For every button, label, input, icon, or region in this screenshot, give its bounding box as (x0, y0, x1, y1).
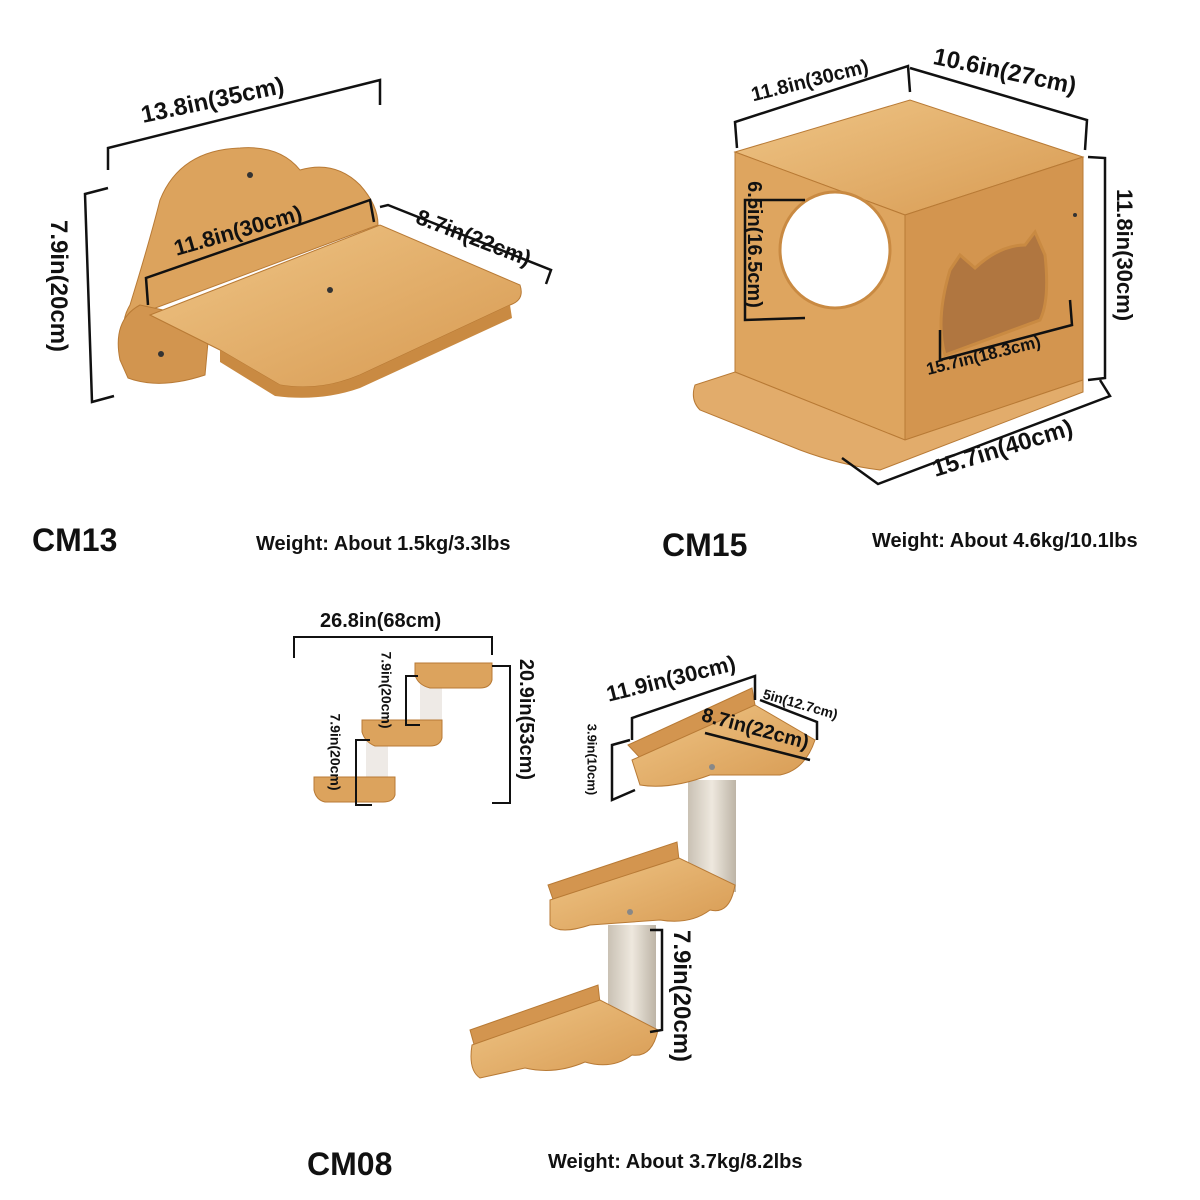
cm15-weight-label: Weight: About 4.6kg/10.1lbs (872, 530, 1138, 552)
cm08-small-illustration (313, 662, 493, 803)
cm08-overall-height-label: 20.9in(53cm) (515, 658, 538, 781)
cm13-dimension-lines (83, 78, 553, 404)
cm15-cube-illustration (692, 99, 1085, 471)
cm08-step-height-2-label: 7.9in(20cm) (327, 713, 344, 791)
cm08-weight-label: Weight: About 3.7kg/8.2lbs (548, 1151, 803, 1173)
cm13-shelf-illustration (117, 147, 522, 398)
cm15-dimension-lines (733, 64, 1112, 486)
cm15-height-label: 11.8in(30cm) (1112, 188, 1138, 322)
cm13-model-label: CM13 (32, 522, 118, 558)
cm08-large-dimension-lines (610, 674, 819, 1034)
cm15-model-label: CM15 (662, 527, 748, 563)
cm15-hole-height-label: 6.5in(16.5cm) (742, 181, 765, 308)
cm08-model-label: CM08 (307, 1146, 393, 1182)
cm08-back-height-label: 3.9in(10cm) (584, 723, 600, 796)
cm08-large-illustration (469, 687, 816, 1079)
cm13-weight-label: Weight: About 1.5kg/3.3lbs (256, 533, 511, 555)
cm08-step-height-1-label: 7.9in(20cm) (378, 651, 395, 729)
cm08-small-dimension-lines (293, 636, 511, 806)
cm08-post-height-label: 7.9in(20cm) (668, 929, 696, 1063)
cm08-overall-width-label: 26.8in(68cm) (320, 610, 442, 632)
cm13-height-label: 7.9in(20cm) (45, 219, 73, 353)
